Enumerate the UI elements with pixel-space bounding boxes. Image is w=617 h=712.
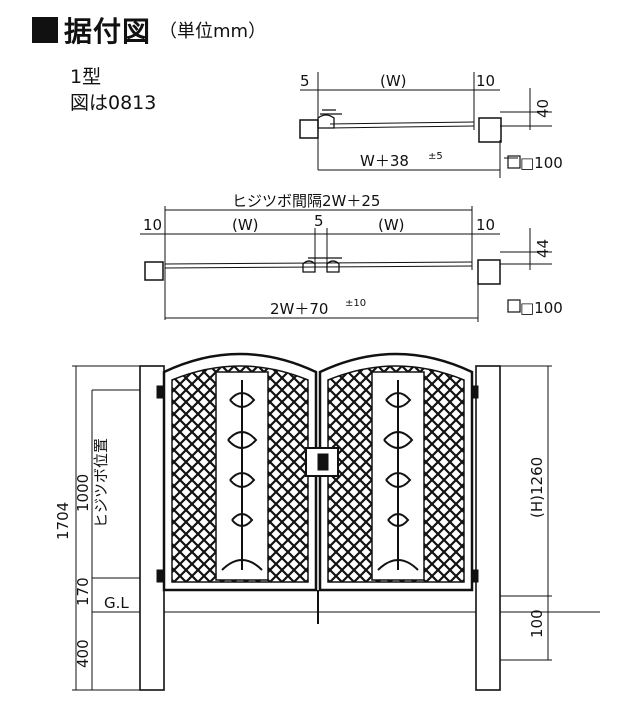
elevation-view xyxy=(72,352,600,691)
tv2-dim-total: 2W＋70 xyxy=(270,300,328,318)
elev-gate-height: (H)1260 xyxy=(528,457,546,518)
elev-bottom-dim: 100 xyxy=(528,609,546,638)
elev-embed-depth: 400 xyxy=(74,639,92,668)
tv2-dim-tolerance: ±10 xyxy=(345,298,366,309)
tv2-dim-depth: 44 xyxy=(534,239,552,258)
title-square-icon xyxy=(32,17,58,43)
tv1-dim-total: W＋38 xyxy=(360,152,409,170)
tv1-dim-depth: 40 xyxy=(534,99,552,118)
top-view-double xyxy=(140,206,552,322)
title-block: 据付図 （単位mm） xyxy=(32,10,266,50)
unit-label: （単位mm） xyxy=(159,21,267,42)
tv2-dim-right: 10 xyxy=(476,216,495,234)
tv2-dim-center: 5 xyxy=(314,212,324,230)
elev-ground-label: G.L xyxy=(104,594,129,612)
figure-number: 図は0813 xyxy=(70,92,157,114)
elev-hinge-height: 1000 xyxy=(74,474,92,512)
tv2-dim-left: 10 xyxy=(143,216,162,234)
elev-clearance: 170 xyxy=(74,577,92,606)
page-title: 据付図 xyxy=(64,15,152,48)
tv2-post-size: □100 xyxy=(520,299,563,317)
elev-hinge-label: ヒジツボ位置 xyxy=(92,438,110,528)
tv2-hinge-pitch: ヒジツボ間隔2W＋25 xyxy=(232,192,380,210)
elev-total-height: 1704 xyxy=(54,502,72,540)
tv2-dim-w-left: (W) xyxy=(232,216,259,234)
tv1-dim-width: (W) xyxy=(380,72,407,90)
tv1-dim-tolerance: ±5 xyxy=(428,151,443,162)
tv2-dim-w-right: (W) xyxy=(378,216,405,234)
tv1-post-size: □100 xyxy=(520,154,563,172)
top-view-single xyxy=(299,72,552,178)
tv1-dim-right: 10 xyxy=(476,72,495,90)
model-type: 1型 xyxy=(70,66,102,88)
tv1-dim-left: 5 xyxy=(300,72,310,90)
